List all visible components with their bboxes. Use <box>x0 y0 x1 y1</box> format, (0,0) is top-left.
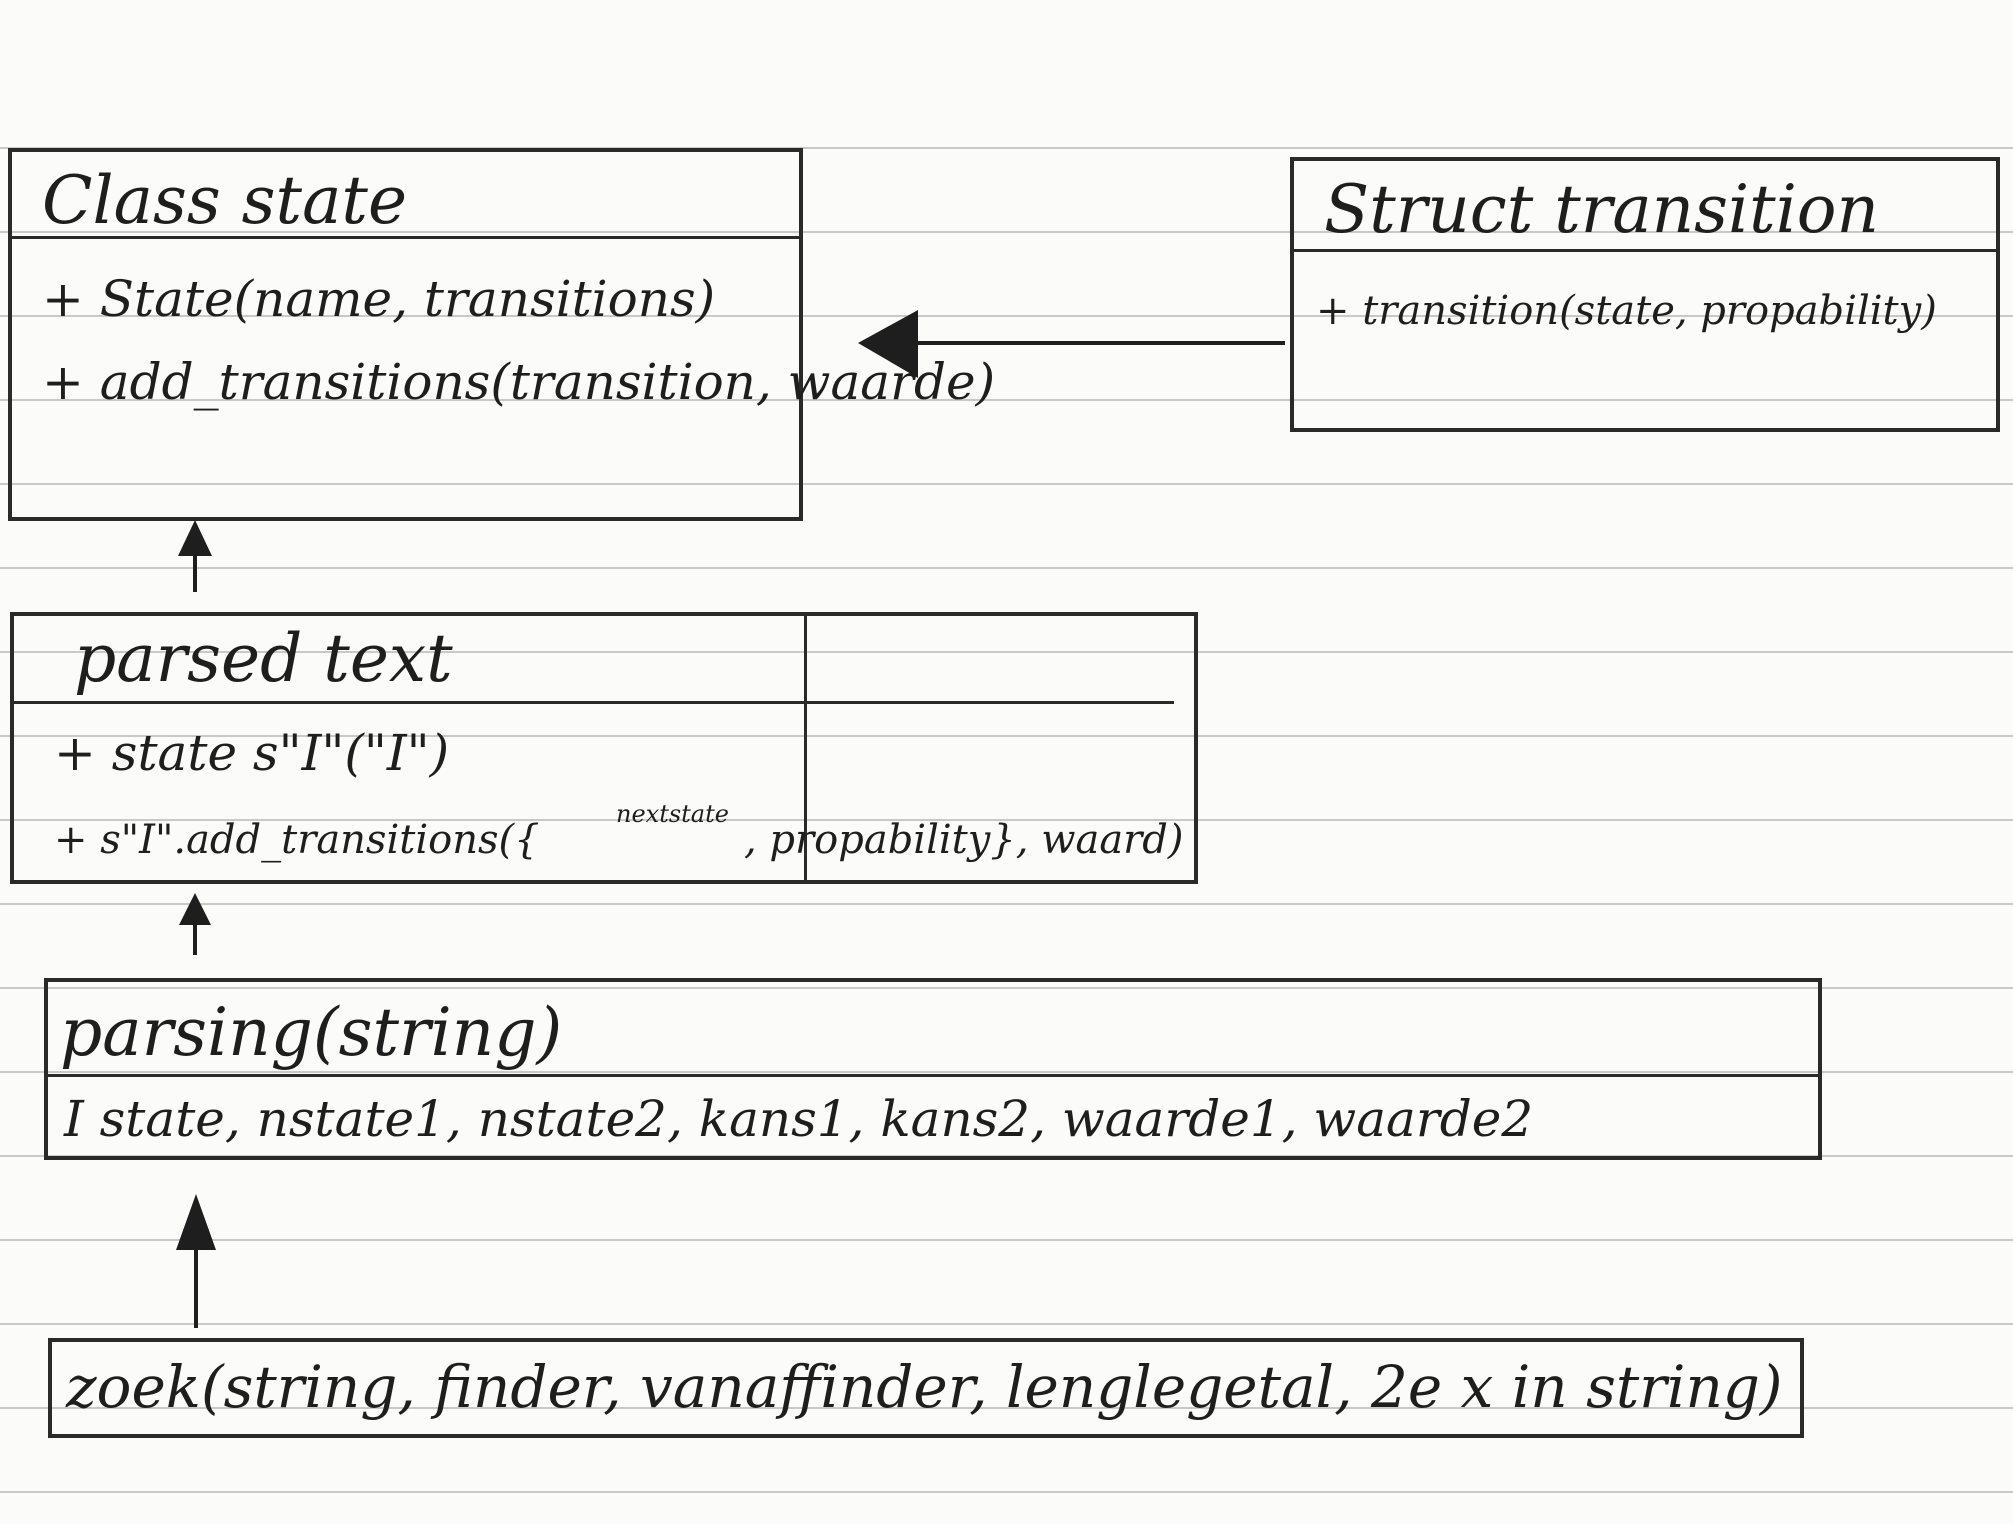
class-state-title: Class state <box>42 162 407 239</box>
struct-transition-title: Struct transition <box>1324 171 1880 248</box>
parsing-members: I state, nstate1, nstate2, kans1, kans2,… <box>64 1090 1534 1148</box>
parsing-box: parsing(string) I state, nstate1, nstate… <box>44 978 1822 1160</box>
struct-transition-constructor: + transition(state, propability) <box>1316 288 1937 334</box>
class-state-add-transitions: + add_transitions(transition, waarde) <box>42 353 996 411</box>
parsed-text-nextstate-annotation: nextstate <box>616 800 729 828</box>
struct-transition-box: Struct transition + transition(state, pr… <box>1290 157 2000 432</box>
zoek-box: zoek(string, finder, vanaffinder, lengle… <box>48 1338 1804 1438</box>
parsed-text-box: parsed text + state s"I"("I") + s"I".add… <box>10 612 1198 884</box>
zoek-title: zoek(string, finder, vanaffinder, lengle… <box>66 1353 1783 1421</box>
parsed-text-add-transitions-suffix: , propability}, waard) <box>744 817 1184 863</box>
parsed-text-state-line: + state s"I"("I") <box>54 724 450 782</box>
parsed-text-inner-divider <box>804 616 807 880</box>
class-state-box: Class state + State(name, transitions) +… <box>8 148 995 521</box>
parsing-title: parsing(string) <box>60 994 563 1071</box>
class-state-constructor: + State(name, transitions) <box>42 270 716 328</box>
parsed-text-add-transitions-prefix: + s"I".add_transitions({ <box>54 817 540 863</box>
parsed-text-title: parsed text <box>74 620 453 697</box>
